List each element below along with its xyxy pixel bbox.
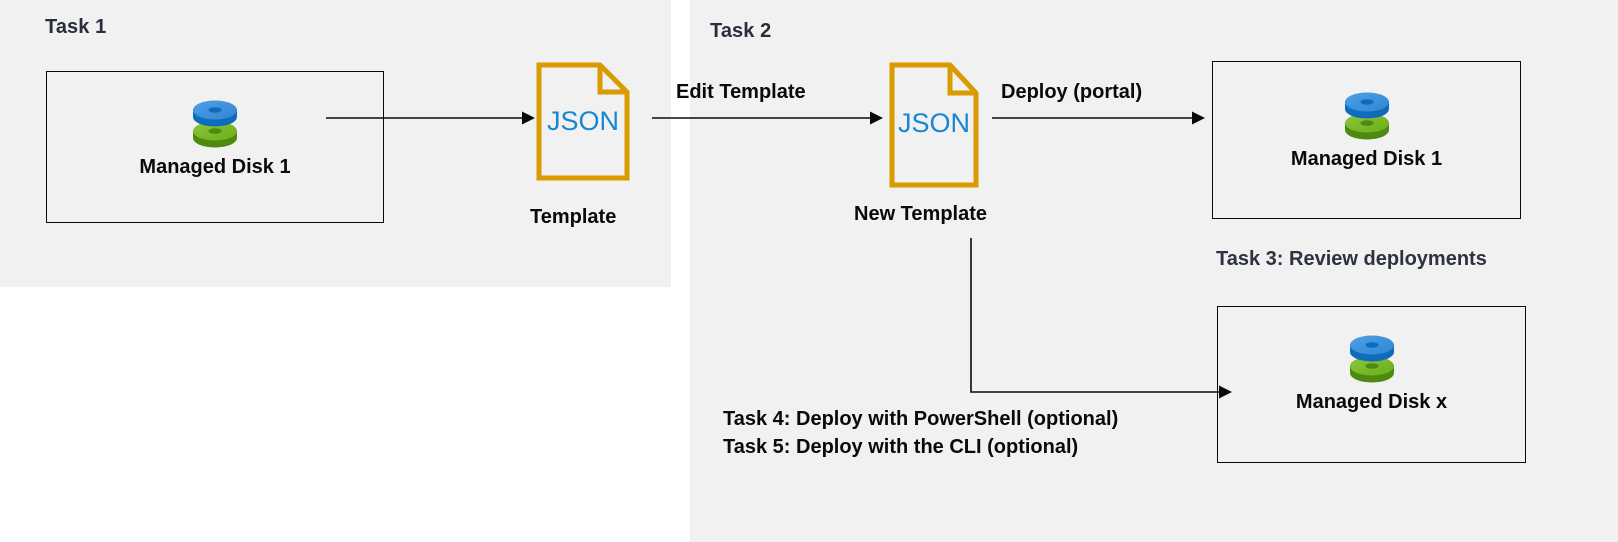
- managed-disk-icon: [193, 100, 237, 148]
- edit-template-arrow-label: Edit Template: [676, 81, 806, 103]
- new-template-caption: New Template: [854, 203, 987, 225]
- box-content: Managed Disk x: [1218, 329, 1525, 414]
- managed-disk-x-box: Managed Disk x: [1217, 306, 1526, 463]
- task1-panel: [0, 0, 671, 287]
- task4-note-line: Task 4: Deploy with PowerShell (optional…: [723, 408, 1119, 430]
- connector-disk-to-template: [326, 108, 536, 128]
- connector-template-to-new-template: [652, 108, 884, 128]
- managed-disk-1-box-result: Managed Disk 1: [1212, 61, 1521, 219]
- managed-disk-1-box-source: Managed Disk 1: [46, 71, 384, 223]
- template-caption: Template: [530, 206, 617, 228]
- managed-disk-icon: [1344, 92, 1389, 140]
- task2-title: Task 2: [710, 20, 772, 42]
- connector-new-template-to-disk-x: [935, 238, 1235, 403]
- managed-disk-x-label: Managed Disk x: [1295, 391, 1448, 413]
- managed-disk-1-label-source: Managed Disk 1: [139, 156, 291, 178]
- deploy-portal-arrow-label: Deploy (portal): [1001, 81, 1143, 103]
- managed-disk-1-label-result: Managed Disk 1: [1290, 148, 1443, 170]
- json-template-document: JSON: [536, 62, 630, 181]
- task3-note: Task 3: Review deployments: [1216, 248, 1487, 270]
- box-content: Managed Disk 1: [47, 94, 383, 179]
- task5-note-line: Task 5: Deploy with the CLI (optional): [723, 436, 1079, 458]
- optional-tasks-note: Task 4: Deploy with PowerShell (optional…: [723, 405, 1118, 461]
- managed-disk-icon: [1349, 335, 1394, 383]
- task2-panel: [690, 0, 1618, 542]
- box-content: Managed Disk 1: [1213, 86, 1520, 171]
- task1-title: Task 1: [45, 16, 107, 38]
- json-new-template-document: JSON: [889, 62, 979, 188]
- connector-new-template-to-disk: [992, 108, 1206, 128]
